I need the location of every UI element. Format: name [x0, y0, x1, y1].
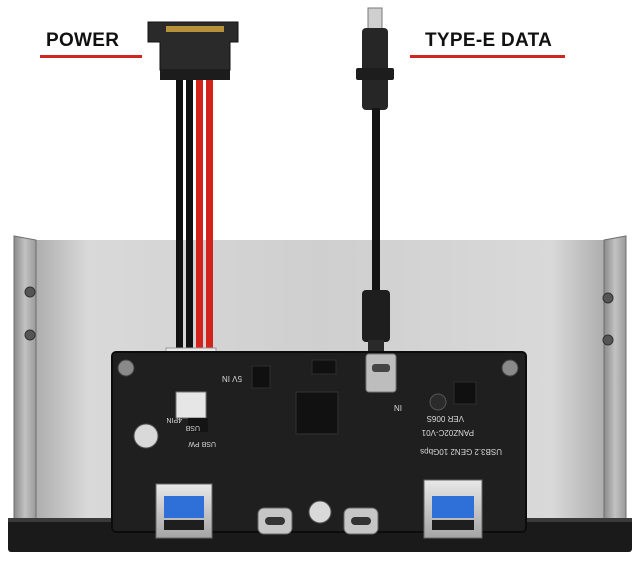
capacitor-icon — [133, 423, 159, 449]
screw-icon — [24, 286, 36, 298]
capacitor-icon — [308, 500, 332, 524]
pcb-text-usb-pw: USB PW — [188, 440, 216, 447]
pcb-text-product: USB3.2 GEN2 10Gbps — [420, 447, 502, 456]
data-label: TYPE-E DATA — [425, 30, 553, 51]
pcb-text-5v-in: 5V IN — [222, 374, 242, 383]
pcb-board: 5V IN USB 4PIN USB PW IN VER 006S PANZ02… — [111, 351, 527, 539]
mount-hole-icon — [501, 359, 519, 377]
power-label: POWER — [46, 30, 120, 51]
power-underline — [40, 55, 142, 58]
pcb-text-4pin: 4PIN — [166, 416, 182, 423]
screw-icon — [24, 329, 36, 341]
screw-icon — [602, 292, 614, 304]
mount-hole-icon — [117, 359, 135, 377]
usb-c-port-right — [343, 507, 379, 535]
pcb-text-usb: USB — [185, 424, 200, 431]
pcb-text-version: VER 006S — [427, 414, 464, 423]
screw-icon — [602, 334, 614, 346]
pcb-text-in: IN — [394, 403, 402, 412]
type-e-data-cable — [356, 7, 394, 354]
pcb-text-model: PANZ02C-V01 — [421, 428, 474, 437]
usb-a-port-left — [155, 483, 213, 539]
usb-a-port-right — [423, 479, 483, 539]
data-underline — [410, 55, 565, 58]
usb-c-port-left — [257, 507, 293, 535]
